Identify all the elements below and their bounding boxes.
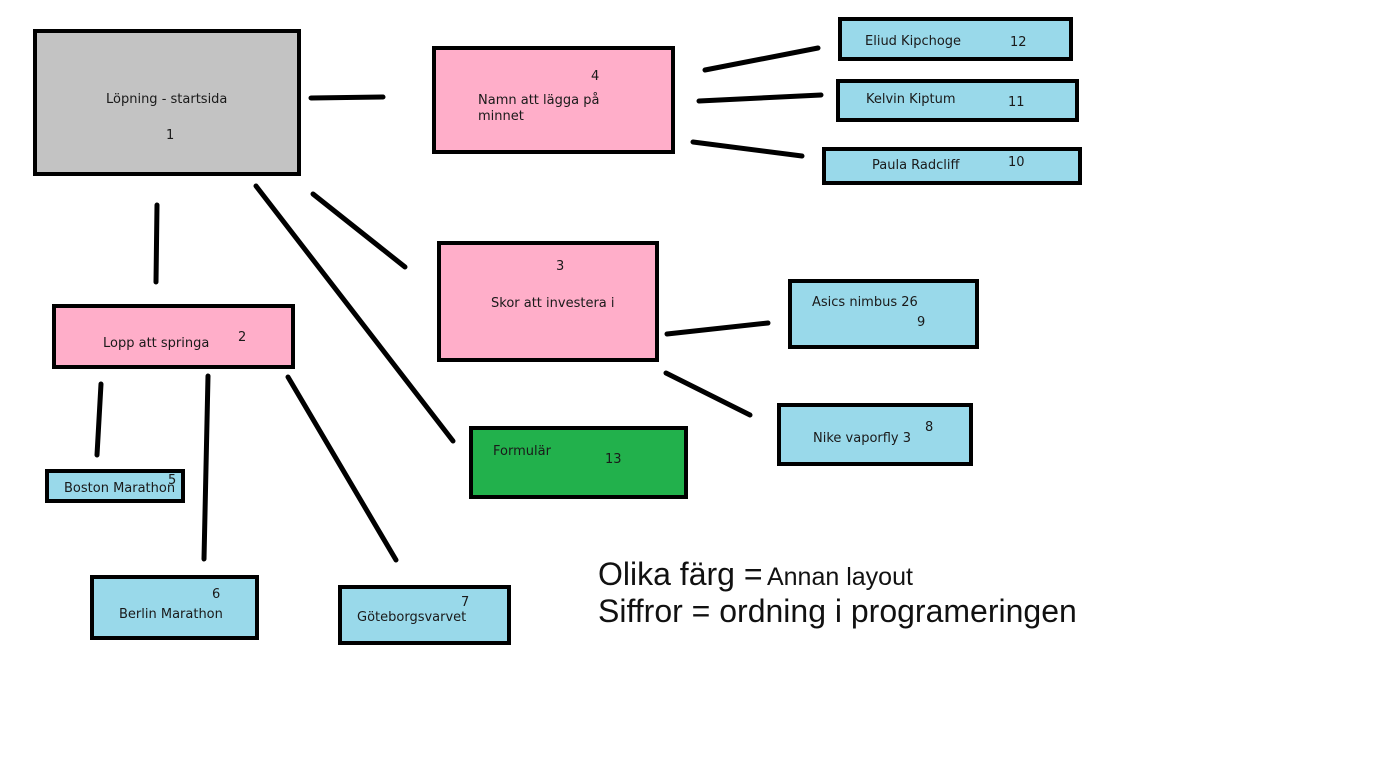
node-number: 5 bbox=[168, 473, 177, 488]
node-number: 10 bbox=[1008, 155, 1025, 170]
node-label: Formulär bbox=[493, 444, 551, 459]
node-paula: Paula Radcliff 10 bbox=[822, 147, 1082, 185]
node-berlin: Berlin Marathon 6 bbox=[90, 575, 259, 640]
node-number: 6 bbox=[212, 587, 221, 602]
node-asics: Asics nimbus 26 9 bbox=[788, 279, 979, 349]
edge-names-paula bbox=[690, 139, 805, 159]
edge-home-races bbox=[153, 202, 160, 285]
node-label: Skor att investera i bbox=[491, 296, 615, 311]
edge-home-form bbox=[253, 183, 456, 444]
legend-line-2: Siffror = ordning i programeringen bbox=[598, 593, 1077, 630]
edge-names-kelvin bbox=[696, 92, 824, 104]
node-label: Boston Marathon bbox=[64, 481, 176, 496]
legend-number-meaning: Siffror = ordning i programeringen bbox=[598, 593, 1077, 629]
node-form: Formulär 13 bbox=[469, 426, 688, 499]
node-number: 3 bbox=[556, 259, 565, 274]
node-label: Löpning - startsida bbox=[106, 92, 228, 107]
edge-races-boston bbox=[94, 381, 104, 458]
edge-shoes-nike bbox=[663, 370, 753, 418]
node-number: 7 bbox=[461, 595, 470, 610]
node-label: Lopp att springa bbox=[103, 336, 210, 351]
node-number: 9 bbox=[917, 315, 926, 330]
node-label: Namn att lägga på minnet bbox=[478, 93, 600, 124]
node-number: 2 bbox=[238, 330, 247, 345]
node-number: 4 bbox=[591, 69, 600, 84]
node-label: Berlin Marathon bbox=[119, 607, 223, 622]
node-races: Lopp att springa 2 bbox=[52, 304, 295, 369]
node-label: Göteborgsvarvet bbox=[357, 610, 467, 625]
edge-races-goteborg bbox=[285, 374, 399, 563]
node-home: Löpning - startsida 1 bbox=[33, 29, 301, 176]
edge-home-names bbox=[308, 94, 386, 101]
legend: Olika färg = Annan layout Siffror = ordn… bbox=[598, 556, 1077, 630]
node-number: 1 bbox=[166, 128, 175, 143]
node-number: 8 bbox=[925, 420, 934, 435]
legend-color-key: Olika färg = bbox=[598, 556, 763, 592]
node-label: Asics nimbus 26 bbox=[812, 295, 918, 310]
node-eliud: Eliud Kipchoge 12 bbox=[838, 17, 1073, 61]
node-goteborg: Göteborgsvarvet 7 bbox=[338, 585, 511, 645]
node-shoes: Skor att investera i 3 bbox=[437, 241, 659, 362]
node-nike: Nike vaporfly 3 8 bbox=[777, 403, 973, 466]
node-label: Nike vaporfly 3 bbox=[813, 431, 912, 446]
edge-races-berlin bbox=[201, 373, 211, 562]
node-label: Paula Radcliff bbox=[872, 158, 960, 173]
node-label: Eliud Kipchoge bbox=[865, 34, 962, 49]
node-number: 11 bbox=[1008, 95, 1025, 110]
legend-line-1: Olika färg = Annan layout bbox=[598, 556, 1077, 593]
node-label: Kelvin Kiptum bbox=[866, 92, 956, 107]
legend-color-value: Annan layout bbox=[766, 563, 913, 591]
node-number: 13 bbox=[605, 452, 622, 467]
node-boston: Boston Marathon 5 bbox=[45, 469, 185, 503]
edge-names-eliud bbox=[702, 45, 821, 73]
node-number: 12 bbox=[1010, 35, 1027, 50]
node-names: Namn att lägga på minnet 4 bbox=[432, 46, 675, 154]
node-kelvin: Kelvin Kiptum 11 bbox=[836, 79, 1079, 122]
edge-home-shoes bbox=[310, 191, 408, 270]
edge-shoes-asics bbox=[664, 320, 771, 337]
